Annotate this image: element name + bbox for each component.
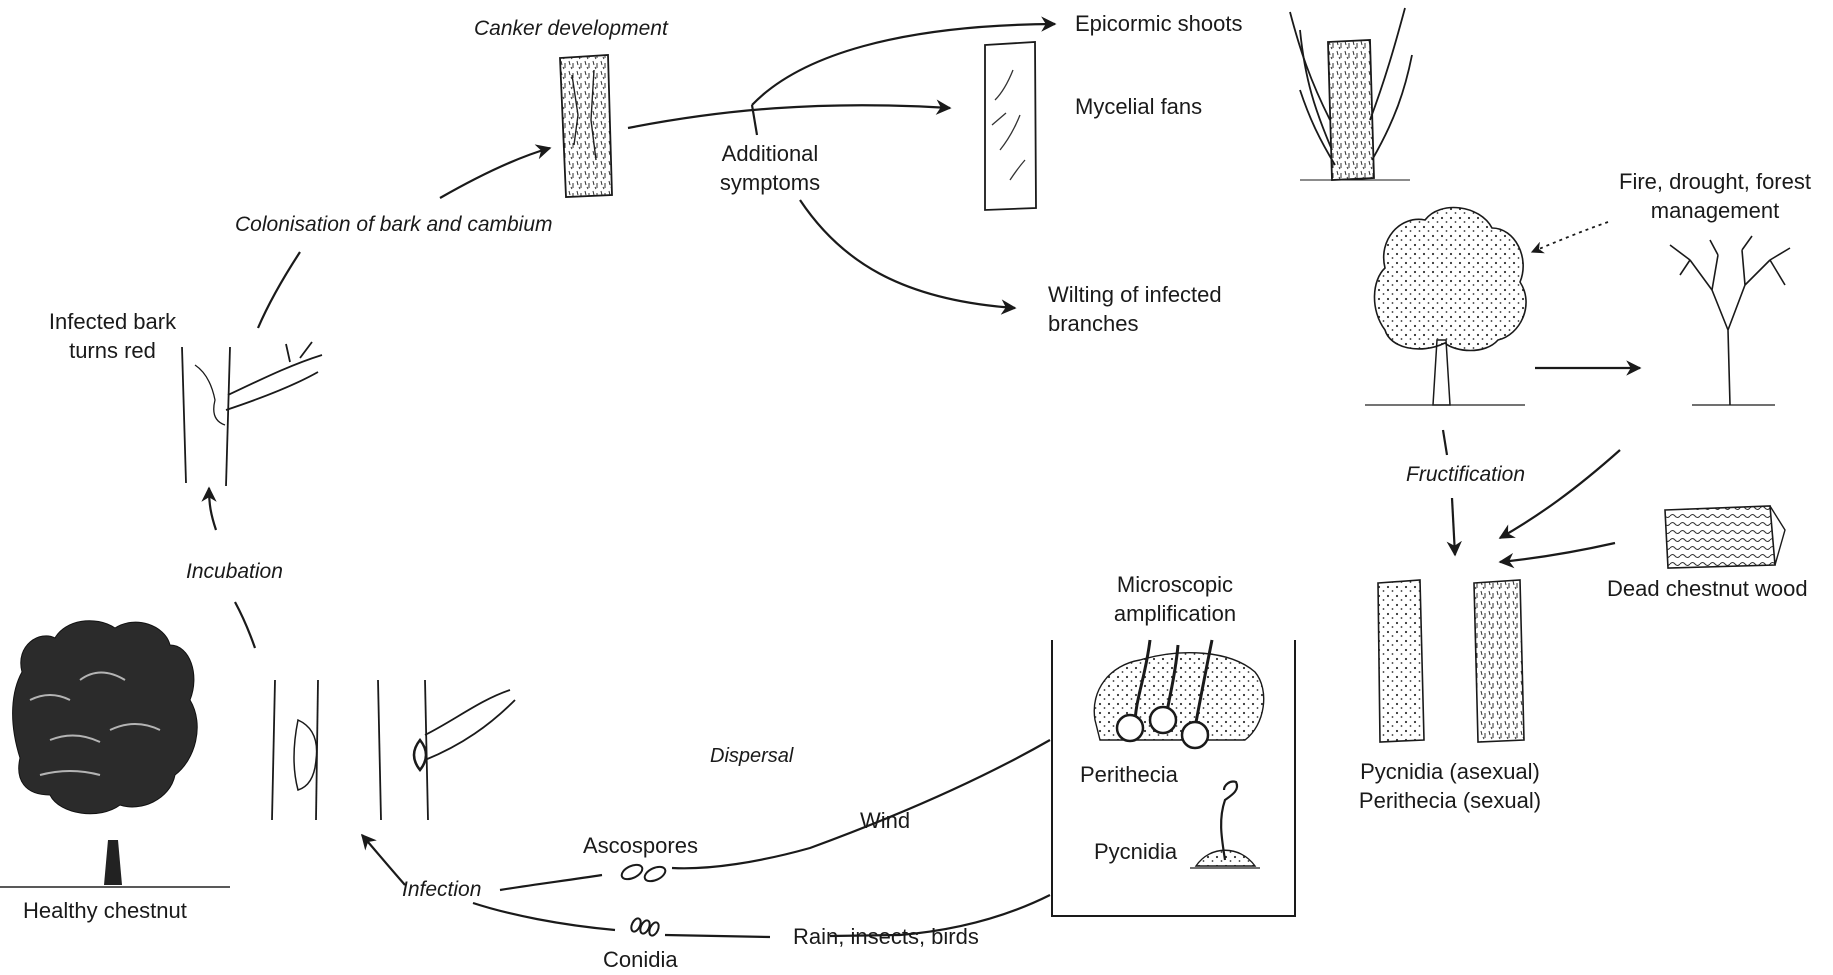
dead-tree-illustration xyxy=(1670,236,1790,405)
label-dead-chestnut-wood: Dead chestnut wood xyxy=(1607,574,1808,603)
canker-trunk-illustration xyxy=(560,55,612,197)
rain-path-mid xyxy=(665,935,770,937)
label-fruiting-bodies: Pycnidia (asexual) Perithecia (sexual) xyxy=(1340,757,1560,815)
wind-path-to-ascospores xyxy=(500,875,602,890)
arrow-to-canker xyxy=(440,148,550,198)
label-perithecia: Perithecia xyxy=(1080,760,1178,789)
label-dispersal: Dispersal xyxy=(710,742,793,771)
label-infected-bark: Infected bark turns red xyxy=(35,307,190,365)
label-microscopic-line2: amplification xyxy=(1075,599,1275,628)
label-fire-line1: Fire, drought, forest xyxy=(1605,167,1825,196)
epicormic-shoots-illustration xyxy=(1290,8,1412,180)
label-healthy-chestnut: Healthy chestnut xyxy=(23,896,187,925)
label-infection: Infection xyxy=(402,875,481,904)
ascospores-icon xyxy=(619,862,667,884)
label-wilting-line1: Wilting of infected xyxy=(1048,280,1222,309)
arrow-to-wilting xyxy=(800,200,1015,308)
arrow-incubation-lower xyxy=(235,602,255,648)
perithecia-trunk-illustration xyxy=(1474,580,1524,742)
label-wilting-line2: branches xyxy=(1048,309,1222,338)
label-perithecia-sexual: Perithecia (sexual) xyxy=(1340,786,1560,815)
arrow-to-mycelial-fans xyxy=(628,105,950,128)
label-fire-line2: management xyxy=(1605,196,1825,225)
conidia-icon xyxy=(629,917,660,937)
infected-chestnut-illustration xyxy=(1365,208,1526,405)
rain-path-to-conidia xyxy=(473,903,615,930)
label-rain-insects-birds: Rain, insects, birds xyxy=(793,922,979,951)
label-epicormic-shoots: Epicormic shoots xyxy=(1075,9,1243,38)
label-colonisation: Colonisation of bark and cambium xyxy=(235,210,553,239)
label-microscopic-amplification: Microscopic amplification xyxy=(1075,570,1275,628)
label-wind: Wind xyxy=(860,806,910,835)
arrow-fructification-top xyxy=(1443,430,1447,455)
pycnidia-trunk-illustration xyxy=(1378,580,1424,742)
label-additional-symptoms-line2: symptoms xyxy=(700,168,840,197)
arrow-to-colonisation xyxy=(258,252,300,328)
label-ascospores: Ascospores xyxy=(583,831,698,860)
arrow-dead-wood-to-fruit xyxy=(1500,543,1615,562)
label-fire-drought: Fire, drought, forest management xyxy=(1605,167,1825,225)
arrow-incubation-upper xyxy=(209,488,216,530)
label-incubation: Incubation xyxy=(186,557,283,586)
label-pycnidia: Pycnidia xyxy=(1094,837,1177,866)
label-additional-symptoms-line1: Additional xyxy=(700,139,840,168)
label-pycnidia-asexual: Pycnidia (asexual) xyxy=(1340,757,1560,786)
label-infected-bark-line2: turns red xyxy=(35,336,190,365)
perithecia-illustration xyxy=(1094,640,1263,748)
dead-wood-illustration xyxy=(1665,506,1785,568)
label-fructification: Fructification xyxy=(1406,460,1525,489)
pycnidia-illustration xyxy=(1190,782,1260,868)
label-mycelial-fans: Mycelial fans xyxy=(1075,92,1202,121)
healthy-chestnut-illustration xyxy=(0,621,230,887)
label-conidia: Conidia xyxy=(603,945,678,974)
label-infected-bark-line1: Infected bark xyxy=(35,307,190,336)
label-microscopic-line1: Microscopic xyxy=(1075,570,1275,599)
arrow-fructification xyxy=(1452,498,1455,555)
mycelial-fans-illustration xyxy=(985,42,1036,210)
label-additional-symptoms: Additional symptoms xyxy=(700,139,840,197)
infected-bark-illustration xyxy=(182,342,322,486)
infection-trunk-canker xyxy=(272,680,318,820)
label-wilting: Wilting of infected branches xyxy=(1048,280,1222,338)
arrow-fire-to-tree xyxy=(1532,222,1608,252)
infection-trunk-branch xyxy=(378,680,515,820)
label-canker-development: Canker development xyxy=(474,14,668,43)
arrow-infection xyxy=(362,835,405,885)
